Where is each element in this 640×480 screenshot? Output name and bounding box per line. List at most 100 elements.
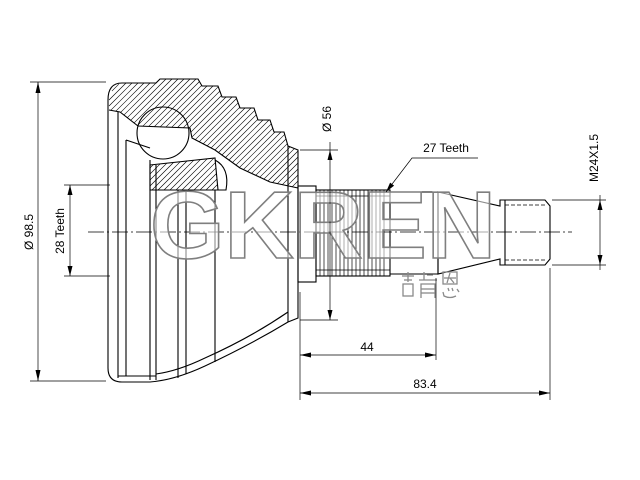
arrowhead <box>67 185 73 195</box>
inner-race-lip <box>214 159 228 191</box>
hatch-line <box>193 167 217 191</box>
hatch-line <box>259 146 291 178</box>
arrowhead <box>327 310 333 320</box>
hatch-line <box>148 78 197 127</box>
hatch-line <box>263 148 295 180</box>
hatch-line <box>191 96 233 138</box>
dimension-inner-teeth: 28 Teeth <box>53 184 110 277</box>
bell-housing-outline <box>107 78 299 383</box>
hatch-line <box>151 161 181 191</box>
hatch-line <box>115 82 145 112</box>
leader-line <box>385 157 478 193</box>
ball <box>136 106 190 160</box>
hatch-line <box>239 131 276 168</box>
hatch-line <box>183 90 221 128</box>
hatch-line <box>110 82 139 111</box>
hatch-line <box>149 162 174 187</box>
dimension-total-length: 83.4 <box>300 268 551 400</box>
hatch-line <box>120 82 151 113</box>
dimension-thread: M24X1.5 <box>552 134 606 270</box>
inner-teeth-label: 28 Teeth <box>53 208 67 254</box>
hatch-line <box>157 160 188 191</box>
hatch-line <box>127 78 167 118</box>
dimension-outer-diameter: Ø 98.5 <box>22 81 106 382</box>
dimension-shaft-length: 44 <box>299 278 437 400</box>
hatch-line <box>181 157 215 191</box>
hatch-line <box>195 98 237 140</box>
arrowhead <box>300 390 311 396</box>
hatch-line <box>199 173 217 191</box>
hatch-line <box>267 150 299 182</box>
leader-outer-teeth: 27 Teeth <box>385 141 478 193</box>
hatch-line <box>210 107 252 149</box>
hatch-line <box>133 78 179 124</box>
hatch-line <box>171 85 214 128</box>
arrowhead <box>67 266 73 276</box>
hatch-line <box>123 78 161 116</box>
hatch-line <box>130 78 173 121</box>
hatch-line <box>188 95 222 129</box>
arrowhead <box>425 352 436 358</box>
hatch-line <box>177 86 219 128</box>
bell-inner-bottom-curve <box>155 311 289 375</box>
arrowhead <box>597 255 603 265</box>
watermark-chinese-mark <box>402 271 460 299</box>
hatch-line <box>287 174 299 186</box>
shaft-length-label: 44 <box>360 340 374 354</box>
hatch-line <box>108 82 127 101</box>
cage-line <box>125 139 151 149</box>
hatch-line <box>163 160 194 191</box>
hatch-line <box>187 162 216 191</box>
spline-section <box>315 189 391 277</box>
hatch-line <box>149 163 161 175</box>
hatch-line <box>169 159 201 191</box>
hatch-line <box>255 143 288 176</box>
hatch-line <box>291 180 299 188</box>
arrowhead <box>539 390 550 396</box>
threaded-end <box>437 191 551 275</box>
watermark-brand: GKREN <box>150 172 496 279</box>
hatch-line <box>206 107 246 147</box>
hatch-line <box>214 110 256 151</box>
spline-teeth <box>319 190 385 276</box>
hatch-line <box>243 131 282 170</box>
hatch-line <box>198 102 239 143</box>
bell-section-boundary <box>108 109 299 189</box>
hatch-line <box>154 81 200 127</box>
outer-diameter-label: Ø 98.5 <box>22 214 36 250</box>
hatch-line <box>142 78 191 127</box>
hatch-line <box>190 96 227 133</box>
hatch-line <box>211 184 218 191</box>
hatch-line <box>108 82 133 107</box>
hatch-line <box>165 85 208 128</box>
total-length-label: 83.4 <box>413 377 437 391</box>
hatch-line <box>137 78 185 126</box>
hatch-line <box>232 123 272 163</box>
outer-teeth-label: 27 Teeth <box>423 141 469 155</box>
hatch-line <box>111 83 120 92</box>
hatch-line <box>149 162 168 181</box>
arrowhead <box>35 82 41 93</box>
arrowhead <box>597 200 603 210</box>
hatch-line <box>235 128 274 166</box>
arrowhead <box>327 150 333 160</box>
hatch-line <box>218 114 257 153</box>
bell-section-hatching <box>108 78 299 189</box>
hatch-line <box>202 107 240 145</box>
dimension-seat-diameter: Ø 56 <box>300 106 338 321</box>
hatch-line <box>228 119 270 161</box>
hatch-line <box>225 119 264 158</box>
thread-label: M24X1.5 <box>587 134 601 182</box>
hatch-line <box>247 134 285 172</box>
hatch-line <box>251 138 287 174</box>
hatch-line <box>282 168 299 185</box>
hatch-line <box>205 178 218 191</box>
arrowhead <box>35 370 41 381</box>
hatch-line <box>221 119 259 156</box>
arrowhead <box>386 182 395 192</box>
inner-race-hatching <box>149 157 218 191</box>
hatch-line <box>175 158 208 191</box>
seat-diameter-label: Ø 56 <box>320 106 334 132</box>
arrowhead <box>300 352 311 358</box>
